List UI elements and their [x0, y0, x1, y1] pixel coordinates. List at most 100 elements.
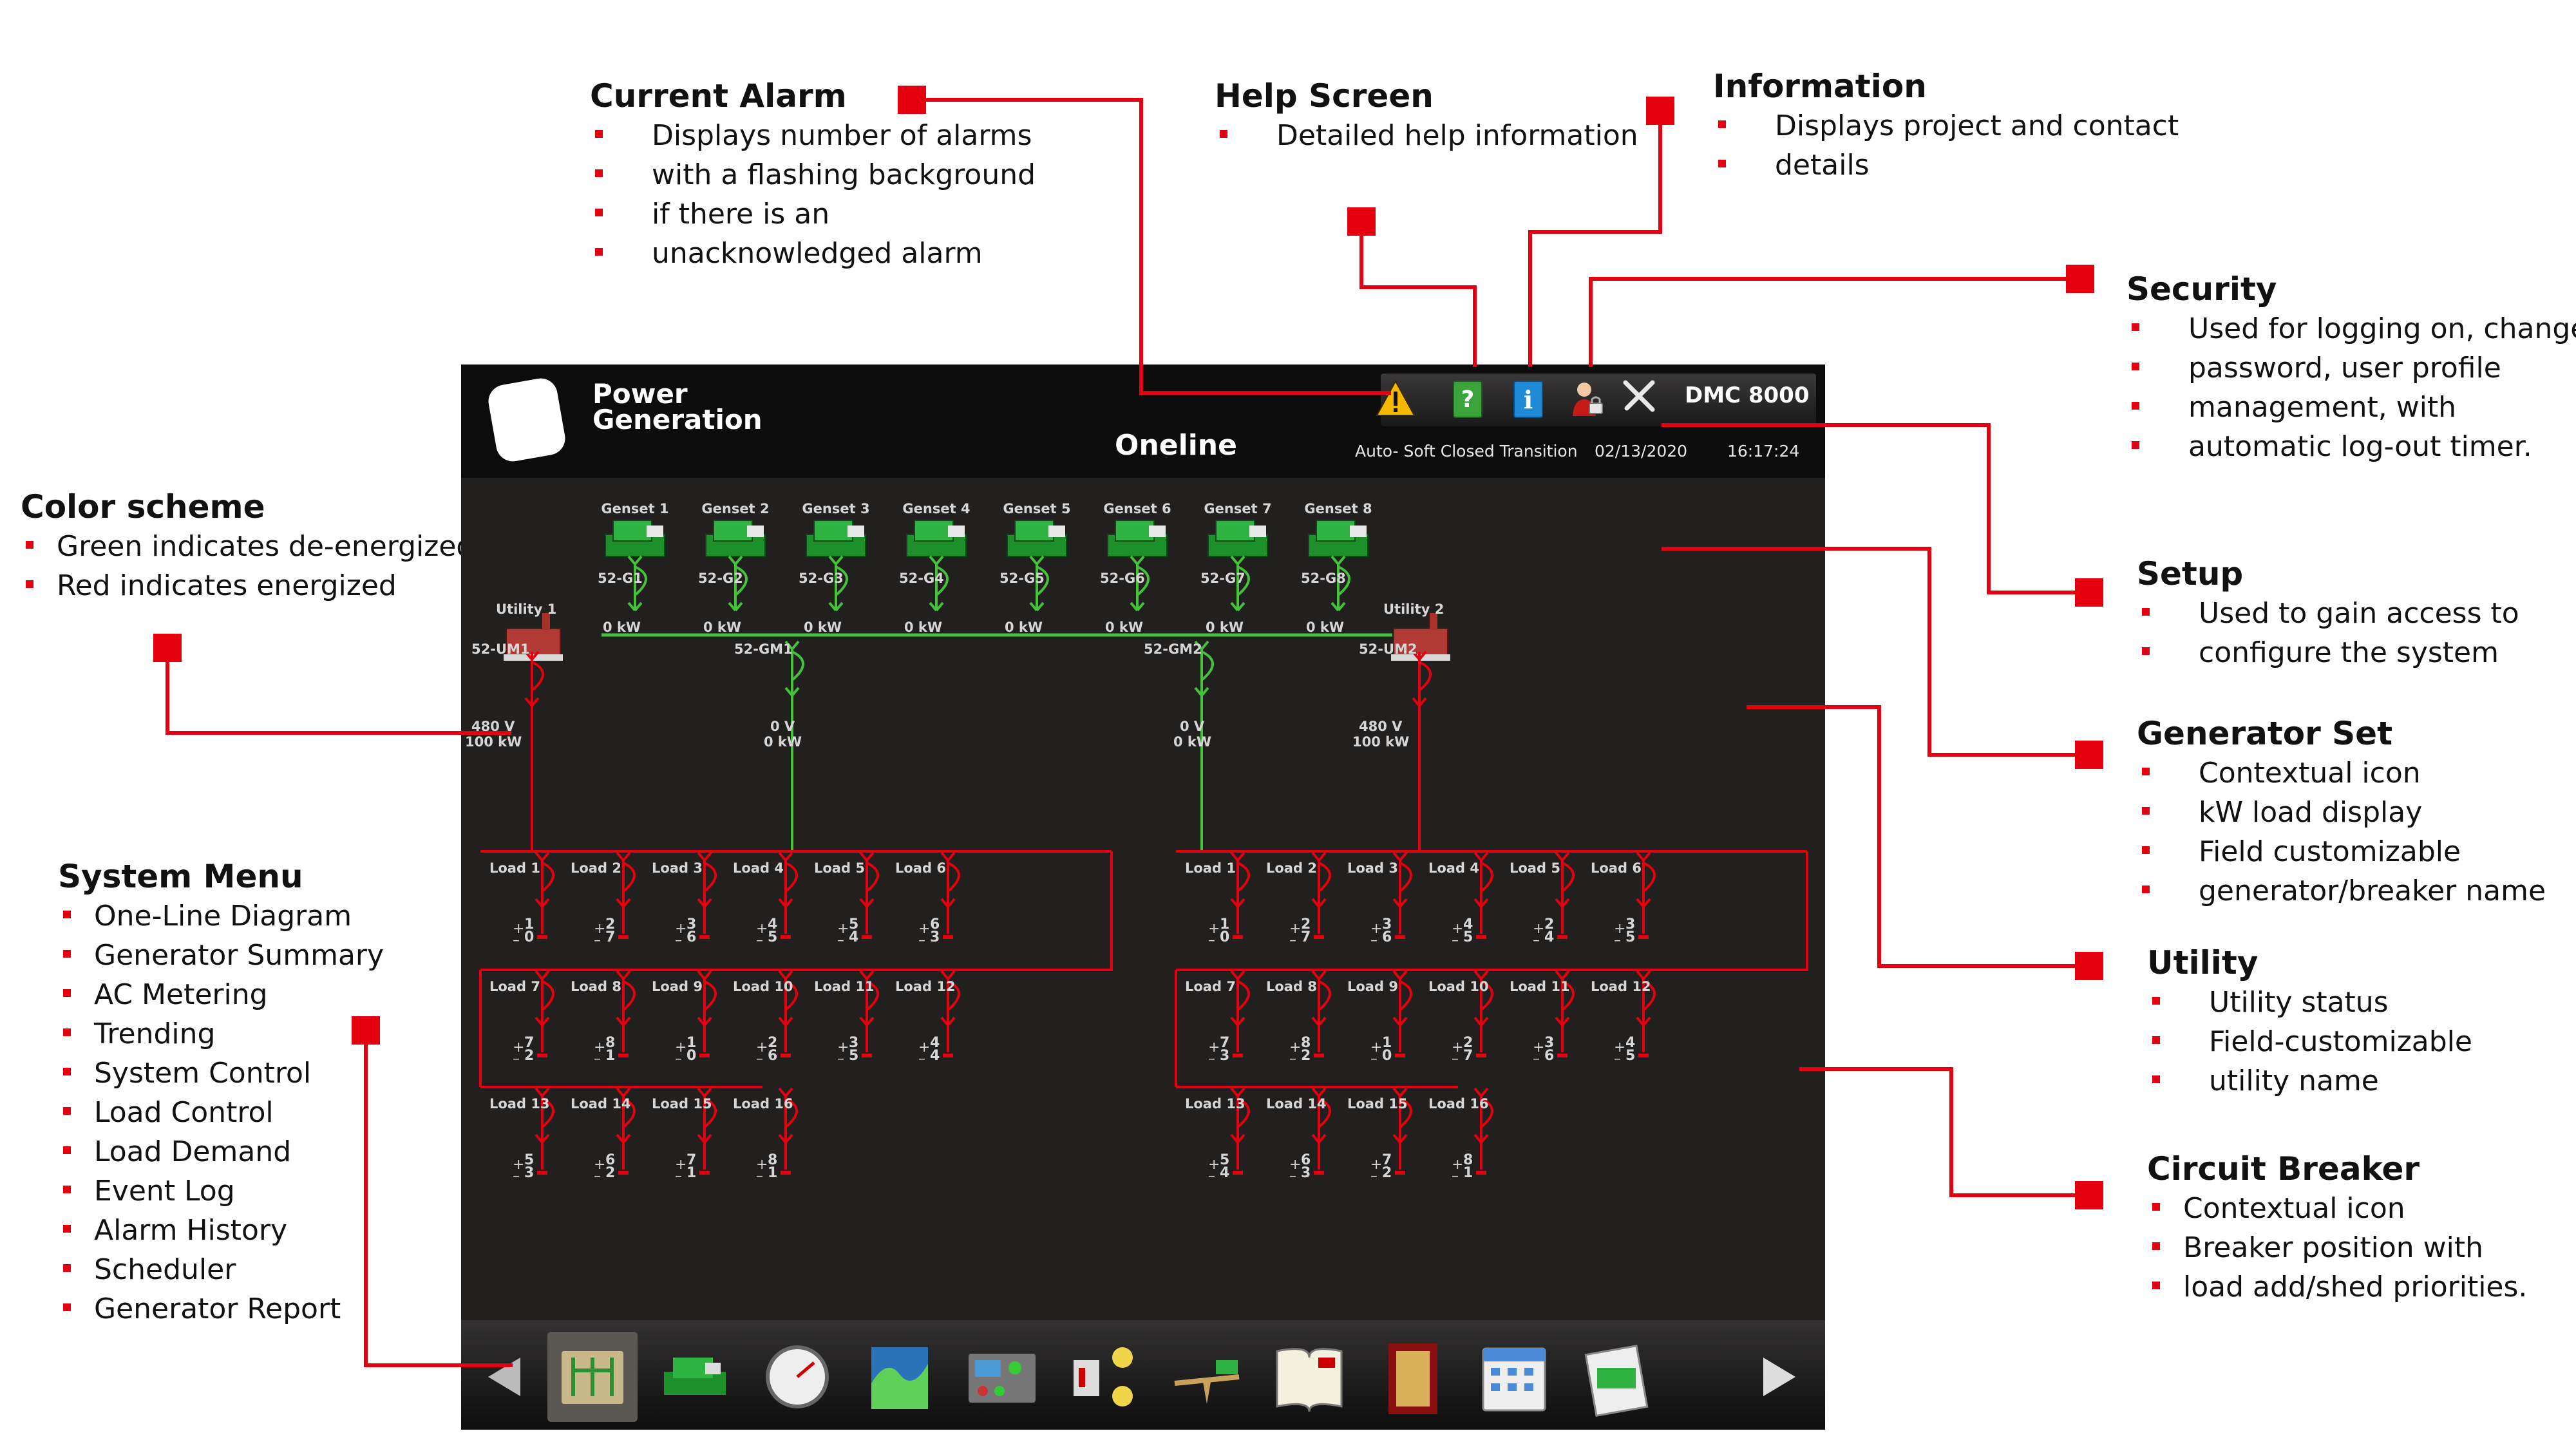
breaker-top-arrow — [1555, 970, 1570, 980]
leader-security — [1589, 277, 2066, 367]
marker-security — [2066, 265, 2094, 293]
load-name: Load 5 — [814, 860, 865, 876]
shed-priority: 3 — [524, 1165, 535, 1181]
priority-minus-icon: – — [513, 933, 520, 949]
menu-load-demand-button[interactable] — [1162, 1332, 1252, 1422]
page-title: Oneline — [1115, 429, 1237, 462]
security-button[interactable] — [1566, 379, 1606, 419]
annotation-item: Contextual icon — [2147, 1189, 2527, 1228]
annotation-item: Used for logging on, change — [2126, 309, 2576, 348]
menu-generator-summary-button[interactable] — [650, 1332, 740, 1422]
menu-generator-report-button[interactable] — [1571, 1332, 1662, 1422]
priority-plus-icon: + — [756, 1039, 768, 1056]
annotation-item: utility name — [2147, 1061, 2472, 1101]
event-log-icon — [1276, 1348, 1343, 1412]
breaker-arc — [1236, 980, 1250, 1011]
genset-icon — [705, 520, 766, 557]
feeder-voltage: 480 V — [471, 719, 515, 734]
genset-breaker-label: 52-G2 — [698, 571, 743, 586]
date-display: 02/13/2020 — [1595, 442, 1688, 460]
menu-ac-metering-button[interactable] — [752, 1332, 842, 1422]
menu-alarm-history-button[interactable] — [1367, 1332, 1457, 1422]
priority-plus-icon: + — [1370, 1039, 1382, 1056]
menu-event-log-button[interactable] — [1264, 1332, 1354, 1422]
genset-icon — [806, 520, 866, 557]
help-button[interactable]: ? — [1448, 379, 1488, 419]
time-display: 16:17:24 — [1727, 442, 1800, 460]
utility-breaker-label: 52-UM1 — [471, 641, 530, 657]
genset-breaker-label: 52-G4 — [899, 571, 944, 586]
menu-system-control-button[interactable] — [957, 1332, 1047, 1422]
menu-one-line-diagram-button[interactable] — [547, 1332, 638, 1422]
genset-icon — [1208, 520, 1268, 557]
information-button[interactable]: i — [1508, 379, 1548, 419]
genset-breaker — [1230, 555, 1250, 612]
add-priority: 8 — [768, 1152, 778, 1168]
leader-help-screen — [1359, 236, 1477, 367]
load-name: Load 16 — [733, 1096, 793, 1112]
genset-panel — [848, 526, 864, 537]
annotation-information: Information Displays project and contact… — [1713, 66, 2179, 185]
shed-priority: 2 — [1382, 1165, 1392, 1181]
menu-prev-button[interactable] — [470, 1332, 535, 1422]
setup-button[interactable] — [1619, 376, 1659, 416]
annotation-item: Generator Summary — [58, 936, 384, 975]
priority-plus-icon: + — [1208, 1157, 1220, 1173]
genset-name: Genset 5 — [1003, 501, 1071, 516]
add-priority: 6 — [930, 916, 940, 933]
menu-trending-button[interactable] — [855, 1332, 945, 1422]
breaker-arc — [784, 862, 798, 893]
shed-priority: 7 — [1301, 929, 1311, 945]
current-alarm-button[interactable] — [1376, 379, 1416, 419]
load-breaker — [1473, 970, 1493, 1027]
feeder-kw: 0 kW — [764, 734, 802, 750]
priority-minus-icon: – — [594, 1051, 601, 1067]
breaker-top-arrow — [1230, 970, 1245, 980]
load-breaker — [778, 970, 798, 1027]
priority-minus-icon: – — [1533, 933, 1540, 949]
breaker-arc — [1418, 661, 1432, 692]
annotation-item: Field-customizable — [2147, 1022, 2472, 1061]
load-name: Load 7 — [489, 979, 540, 994]
annotation-item: Green indicates de-energized — [21, 527, 474, 566]
shed-priority: 1 — [768, 1165, 778, 1181]
add-priority: 3 — [849, 1035, 859, 1051]
breaker-top-arrow — [1412, 650, 1427, 661]
priority-minus-icon: – — [1208, 933, 1215, 949]
menu-load-control-button[interactable] — [1059, 1332, 1150, 1422]
dmc-screen: Cummins Power Generation Oneline Auto- S… — [461, 365, 1825, 1430]
shed-priority: 2 — [605, 1165, 616, 1181]
load-breaker — [697, 970, 717, 1027]
load-name: Load 6 — [895, 860, 946, 876]
priority-plus-icon: + — [1370, 921, 1382, 937]
svg-text:i: i — [1524, 385, 1533, 414]
priority-minus-icon: – — [513, 1168, 520, 1184]
breaker-arc — [1561, 862, 1575, 893]
annotation-item: details — [1713, 146, 2179, 185]
genset-panel — [1249, 526, 1266, 537]
breaker-top-arrow — [1392, 970, 1408, 980]
menu-scheduler-button[interactable] — [1469, 1332, 1559, 1422]
annotation-item: Alarm History — [58, 1211, 384, 1250]
genset-body — [1014, 520, 1054, 542]
menu-next-button[interactable] — [1748, 1332, 1812, 1422]
shed-priority: 6 — [768, 1048, 778, 1064]
load-breaker — [1636, 851, 1656, 908]
annotation-item: Event Log — [58, 1171, 384, 1211]
load-name: Load 9 — [652, 979, 703, 994]
load-breaker — [1230, 970, 1250, 1027]
breaker-top-arrow — [1392, 851, 1408, 862]
breaker-arc — [541, 862, 554, 893]
shed-priority: 3 — [1301, 1165, 1311, 1181]
setup-tools-icon — [1623, 380, 1655, 412]
genset-breaker — [627, 555, 647, 612]
genset-body — [914, 520, 954, 542]
breaker-top-arrow — [859, 851, 875, 862]
priority-minus-icon: – — [918, 1051, 925, 1067]
